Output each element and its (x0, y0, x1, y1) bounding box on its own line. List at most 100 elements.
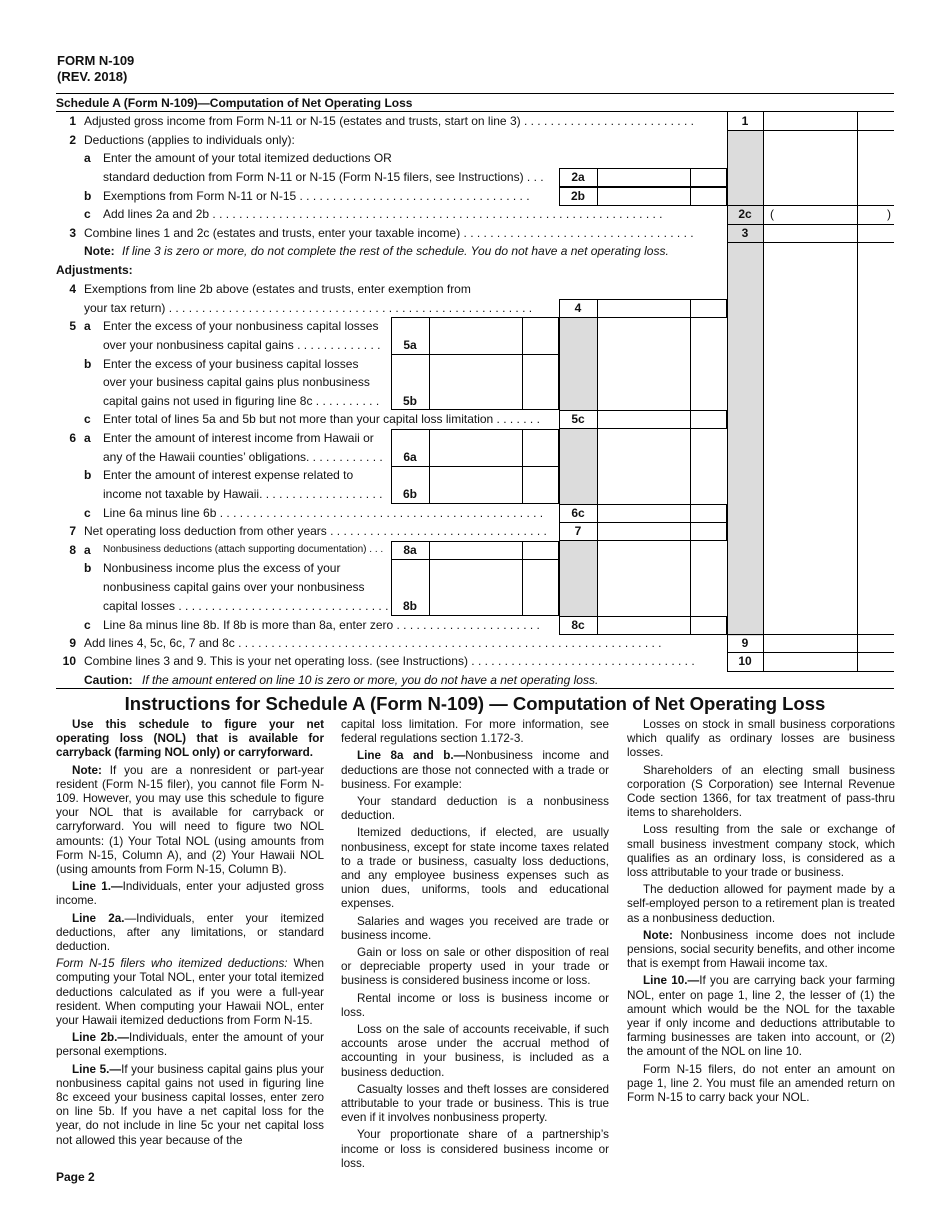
input-6b[interactable] (430, 467, 521, 503)
c3-p3: Loss resulting from the sale or exchange… (627, 823, 895, 880)
box-label-9: 9 (741, 636, 749, 650)
instructions-column-3: Losses on stock in small business corpor… (627, 718, 895, 1108)
sub-8b: b (84, 561, 92, 575)
c2-line8-lead: Line 8a and b.— (357, 749, 466, 763)
line-6a-text2: any of the Hawaii counties’ obligations.… (103, 450, 383, 464)
line-num-9: 9 (69, 636, 76, 650)
c1-line5: If your business capital gains plus your… (56, 1062, 324, 1147)
box-7[interactable] (559, 522, 727, 541)
box-label-4: 4 (574, 301, 582, 315)
line-3-amount[interactable] (763, 224, 857, 243)
line-1-text: Adjusted gross income from Form N-11 or … (84, 114, 694, 128)
box-2a[interactable] (559, 168, 727, 187)
line-9-amount[interactable] (763, 634, 857, 653)
input-6a[interactable] (430, 430, 521, 465)
v-mid-0 (559, 317, 560, 634)
note-text: If line 3 is zero or more, do not comple… (122, 244, 669, 258)
c1-note: If you are a nonresident or part-year re… (56, 763, 324, 877)
line-2b-text: Exemptions from Form N-11 or N-15 . . . … (103, 189, 530, 203)
group-8 (391, 541, 559, 616)
intro-text: Use this schedule to figure your net ope… (56, 718, 324, 760)
line-8b-text2: nonbusiness capital gains over your nonb… (103, 580, 365, 594)
c1-note-lead: Note: (72, 763, 102, 777)
rule-bottom (56, 688, 894, 689)
v5-1 (429, 317, 430, 410)
c3-line10: If you are carrying back your farming NO… (627, 974, 895, 1059)
v-mid-2 (690, 317, 691, 634)
sub-2b: b (84, 189, 92, 203)
c1-line2a-lead: Line 2a. (72, 911, 125, 925)
shade-8 (559, 541, 597, 616)
line-num-8: 8 (69, 543, 76, 557)
input-8a[interactable] (430, 542, 521, 558)
box-label-1: 1 (741, 114, 749, 128)
line-num-3: 3 (69, 226, 76, 240)
instructions-title: Instructions for Schedule A (Form N-109)… (124, 693, 826, 714)
form-header: FORM N-109 (REV. 2018) (57, 53, 134, 85)
box-label-2a: 2a (571, 170, 585, 184)
adjustments-heading: Adjustments: (56, 263, 133, 277)
box-label-8b: 8b (402, 599, 417, 613)
input-5b[interactable] (430, 355, 521, 409)
sub-8a: a (84, 543, 91, 557)
line-10-amount[interactable] (763, 652, 857, 671)
c1-line1: Individuals, enter your adjusted gross i… (56, 880, 324, 908)
line-num-2: 2 (69, 133, 76, 147)
line-8b-text3: capital losses . . . . . . . . . . . . .… (103, 599, 389, 613)
box-label-10: 10 (738, 654, 752, 668)
h-10-bot (727, 671, 894, 672)
line-num-6: 6 (69, 431, 76, 445)
sub-2c: c (84, 207, 91, 221)
line-10-text: Combine lines 3 and 9. This is your net … (84, 654, 695, 668)
line-2-text: Deductions (applies to individuals only)… (84, 133, 295, 147)
shade-column (727, 130, 763, 636)
c2-p9: Casualty losses and theft losses are con… (341, 1082, 609, 1125)
h-2c-top (727, 205, 894, 206)
box-4[interactable] (559, 299, 727, 318)
line-2c-text: Add lines 2a and 2b . . . . . . . . . . … (103, 207, 663, 221)
line-1-amount[interactable] (763, 112, 857, 131)
box-8c[interactable] (559, 616, 727, 635)
sub-5c: c (84, 412, 91, 426)
line-7-text: Net operating loss deduction from other … (84, 524, 547, 538)
line-5a-text1: Enter the excess of your nonbusiness cap… (103, 319, 379, 333)
box-label-7: 7 (574, 524, 582, 538)
sub-6c: c (84, 506, 91, 520)
line-num-4: 4 (69, 282, 76, 296)
page-number: Page 2 (56, 1170, 95, 1184)
box-label-2c: 2c (738, 207, 752, 221)
c2-p10: Your proportionate share of a partnershi… (341, 1128, 609, 1170)
input-5a[interactable] (430, 318, 521, 353)
input-8b[interactable] (430, 560, 521, 615)
c3-p4: The deduction allowed for payment made b… (627, 883, 895, 925)
c3-line10-lead: Line 10.— (643, 974, 700, 988)
sub-5b: b (84, 357, 92, 371)
box-2b[interactable] (559, 187, 727, 206)
box-5c[interactable] (559, 410, 727, 429)
c3-p1: Losses on stock in small business corpor… (627, 718, 895, 760)
box-label-8a: 8a (403, 543, 417, 557)
line-5b-text3: capital gains not used in figuring line … (103, 394, 380, 408)
line-5c-text: Enter total of lines 5a and 5b but not m… (103, 412, 540, 426)
v8-2 (522, 541, 523, 616)
sub-8c: c (84, 618, 91, 632)
c1-line5-lead: Line 5.— (72, 1062, 122, 1076)
sub-6a: a (84, 431, 91, 445)
c2-p6: Gain or loss on sale or other dispositio… (341, 946, 609, 988)
group-5 (391, 317, 559, 410)
box-label-2b: 2b (570, 189, 585, 203)
v-4-1 (597, 299, 598, 318)
box-label-5a: 5a (403, 338, 417, 352)
line-8c-text: Line 8a minus line 8b. If 8b is more tha… (103, 618, 540, 632)
v5-2 (522, 317, 523, 410)
line-2c-amount[interactable] (775, 205, 883, 224)
c2-p3: Your standard deduction is a nonbusiness… (341, 795, 609, 823)
line-2a-text2: standard deduction from Form N-11 or N-1… (103, 170, 544, 184)
c3-note: Nonbusiness income does not include pens… (627, 928, 895, 971)
c1-n15-lead: Form N-15 filers who itemized deductions… (56, 957, 288, 971)
instructions-column-1: Use this schedule to figure your net ope… (56, 718, 324, 1151)
c2-p7: Rental income or loss is business income… (341, 991, 609, 1019)
box-label-5b: 5b (402, 394, 417, 408)
box-label-6c: 6c (571, 506, 585, 520)
col-line-b (763, 112, 764, 672)
